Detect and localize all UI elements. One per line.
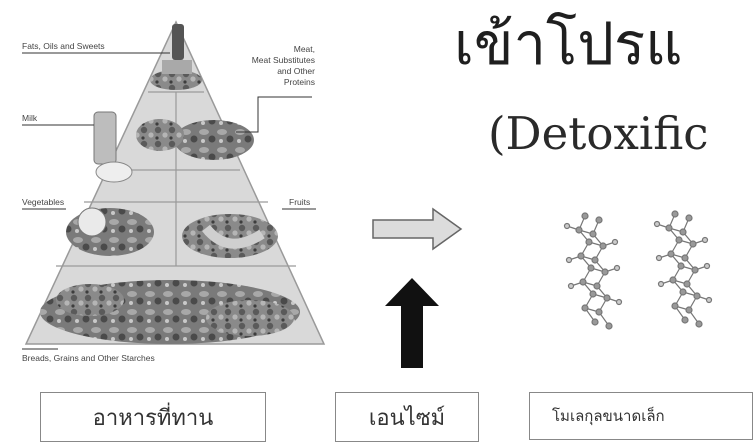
- molecule-right: [653, 210, 713, 328]
- food-pyramid-illustration: [22, 20, 326, 350]
- label-fats-oils-sweets: Fats, Oils and Sweets: [22, 41, 105, 51]
- pyramid-shape: [24, 20, 326, 345]
- label-vegetables: Vegetables: [22, 197, 65, 207]
- right-arrow-icon: [372, 207, 463, 251]
- food-eaten-box: อาหารที่ทาน: [40, 392, 266, 442]
- label-meat-proteins: Meat, Meat Substitutes and Other Protein…: [251, 44, 315, 87]
- title-english: (Detoxific: [488, 107, 709, 160]
- label-fruits: Fruits: [289, 197, 311, 207]
- food-eaten-label: อาหารที่ทาน: [92, 405, 214, 431]
- up-arrow-icon: [385, 278, 439, 368]
- small-molecules-label: โมเลกุลขนาดเล็ก: [552, 407, 665, 425]
- molecule-left: [563, 212, 623, 330]
- label-breads-grains: Breads, Grains and Other Starches: [22, 353, 155, 363]
- small-molecules-illustration: [563, 210, 713, 330]
- small-molecules-box: โมเลกุลขนาดเล็ก: [529, 392, 753, 440]
- title-thai: เข้าโปรแ: [454, 10, 683, 78]
- enzyme-box: เอนไซม์: [335, 392, 479, 442]
- label-milk: Milk: [22, 113, 38, 123]
- enzyme-label: เอนไซม์: [368, 405, 446, 431]
